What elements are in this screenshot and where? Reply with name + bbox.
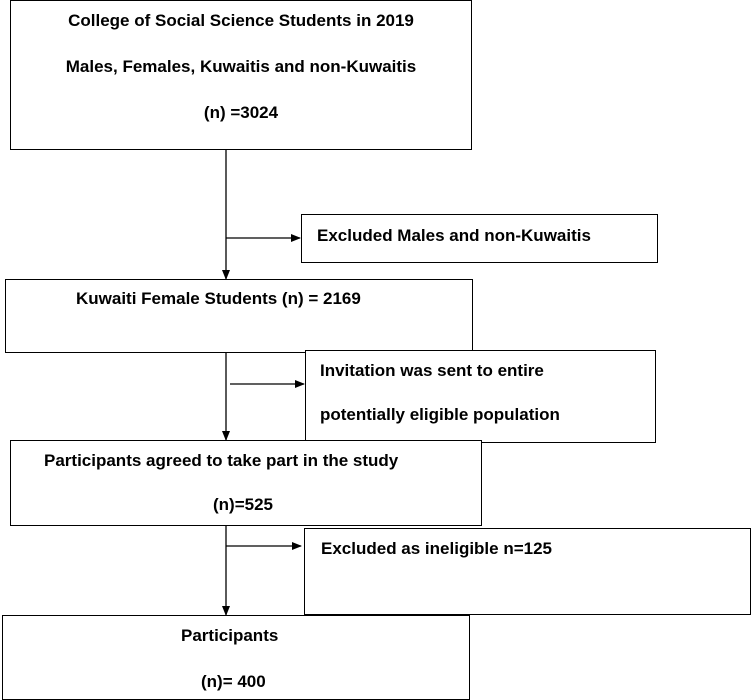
agreed-participants-box: Participants agreed to take part in the … bbox=[10, 440, 482, 526]
total-population-subtitle: Males, Females, Kuwaitis and non-Kuwaiti… bbox=[65, 57, 417, 76]
exclusion-males-text: Excluded Males and non-Kuwaitis bbox=[317, 226, 591, 245]
agreed-participants-count: (n)=525 bbox=[213, 495, 273, 514]
exclusion-males-box: Excluded Males and non-Kuwaitis bbox=[301, 214, 658, 263]
total-population-box: College of Social Science Students in 20… bbox=[10, 0, 472, 150]
final-participants-count: (n)= 400 bbox=[201, 672, 266, 691]
invitation-line-1: Invitation was sent to entire bbox=[320, 361, 544, 380]
total-population-count: (n) =3024 bbox=[203, 103, 279, 122]
exclusion-ineligible-box: Excluded as ineligible n=125 bbox=[304, 528, 751, 615]
final-participants-title: Participants bbox=[181, 626, 279, 645]
total-population-title: College of Social Science Students in 20… bbox=[68, 11, 414, 30]
exclusion-ineligible-text: Excluded as ineligible n=125 bbox=[321, 539, 553, 558]
kuwaiti-females-box: Kuwaiti Female Students (n) = 2169 bbox=[5, 279, 473, 353]
agreed-participants-text: Participants agreed to take part in the … bbox=[44, 451, 399, 470]
invitation-line-2: potentially eligible population bbox=[320, 405, 560, 424]
kuwaiti-females-text: Kuwaiti Female Students (n) = 2169 bbox=[76, 289, 361, 308]
final-participants-box: Participants (n)= 400 bbox=[2, 615, 470, 700]
invitation-box: Invitation was sent to entire potentiall… bbox=[305, 350, 656, 443]
